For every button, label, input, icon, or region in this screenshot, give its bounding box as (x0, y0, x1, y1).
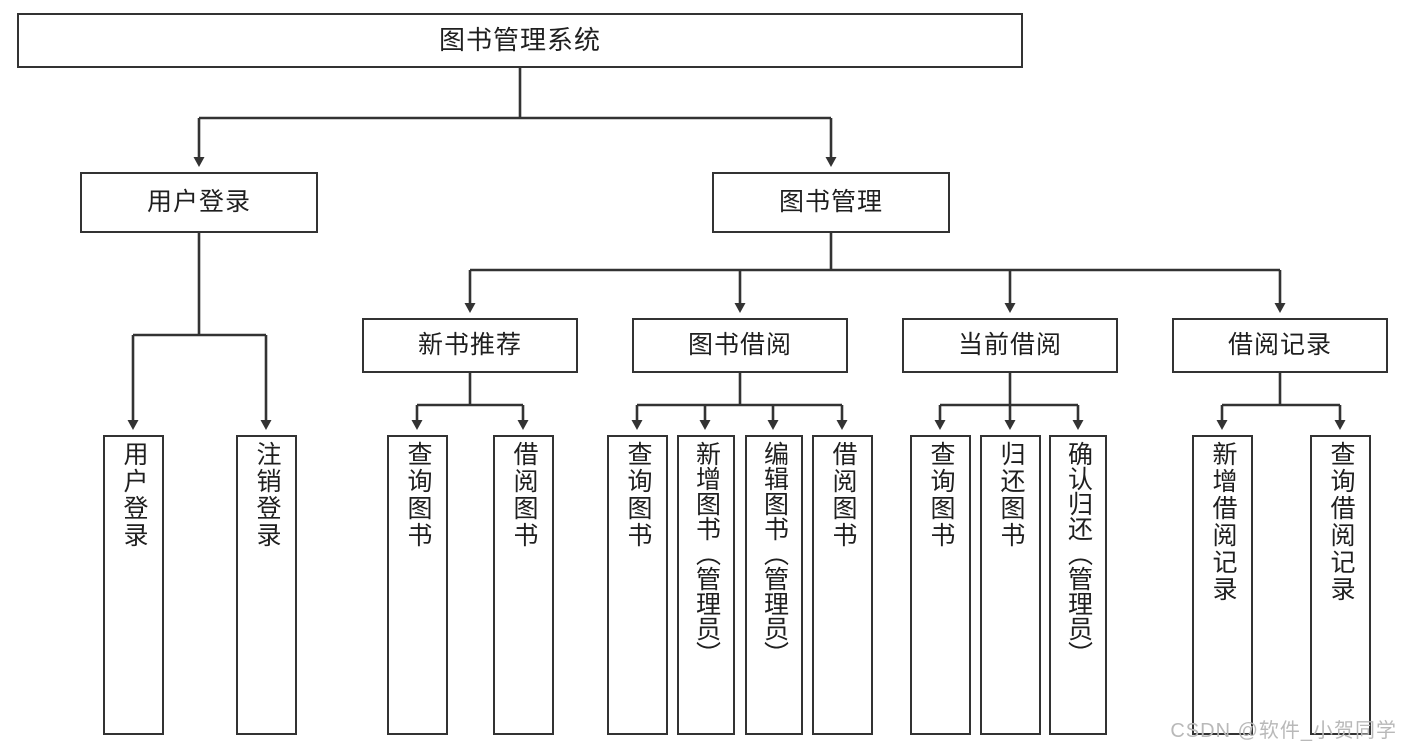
node-new-book-recommend[interactable]: 新书推荐 (362, 318, 578, 373)
node-label: 查询图书 (404, 441, 432, 549)
node-label: 查询图书 (624, 441, 652, 549)
node-label: 借阅图书 (510, 441, 538, 549)
node-leaf-return-book[interactable]: 归还图书 (980, 435, 1041, 735)
node-label: 新增借阅记录 (1209, 441, 1237, 603)
node-label: 用户登录 (120, 441, 148, 549)
node-label: 查询图书 (927, 441, 955, 549)
node-label: 图书管理 (778, 187, 883, 216)
node-leaf-query-borrow-record[interactable]: 查询借阅记录 (1310, 435, 1371, 735)
node-leaf-edit-book-admin[interactable]: 编辑图书（管理员） (745, 435, 803, 735)
node-label: 借阅图书 (829, 441, 857, 549)
node-leaf-user-login[interactable]: 用户登录 (103, 435, 164, 735)
node-leaf-add-borrow-record[interactable]: 新增借阅记录 (1192, 435, 1253, 735)
node-borrow-record[interactable]: 借阅记录 (1172, 318, 1388, 373)
node-label: 确认归还（管理员） (1064, 441, 1093, 666)
node-label: 归还图书 (997, 441, 1025, 549)
node-leaf-borrow-book-recommend[interactable]: 借阅图书 (493, 435, 554, 735)
node-leaf-add-book-admin[interactable]: 新增图书（管理员） (677, 435, 735, 735)
node-leaf-query-book-recommend[interactable]: 查询图书 (387, 435, 448, 735)
node-label: 编辑图书（管理员） (760, 441, 789, 666)
node-book-borrow[interactable]: 图书借阅 (632, 318, 848, 373)
node-label: 新书推荐 (417, 330, 522, 359)
node-root-book-management-system[interactable]: 图书管理系统 (17, 13, 1023, 68)
node-label: 图书管理系统 (438, 25, 601, 56)
node-label: 用户登录 (146, 187, 251, 216)
node-user-login[interactable]: 用户登录 (80, 172, 318, 233)
node-leaf-query-book-borrow[interactable]: 查询图书 (607, 435, 668, 735)
node-label: 注销登录 (253, 441, 281, 549)
node-current-borrow[interactable]: 当前借阅 (902, 318, 1118, 373)
node-label: 图书借阅 (687, 330, 792, 359)
node-book-management[interactable]: 图书管理 (712, 172, 950, 233)
node-label: 新增图书（管理员） (692, 441, 721, 666)
node-leaf-borrow-book[interactable]: 借阅图书 (812, 435, 873, 735)
node-label: 查询借阅记录 (1327, 441, 1355, 603)
node-leaf-confirm-return-admin[interactable]: 确认归还（管理员） (1049, 435, 1107, 735)
node-leaf-query-book-current[interactable]: 查询图书 (910, 435, 971, 735)
node-label: 借阅记录 (1227, 330, 1332, 359)
node-label: 当前借阅 (957, 330, 1062, 359)
node-leaf-logout[interactable]: 注销登录 (236, 435, 297, 735)
